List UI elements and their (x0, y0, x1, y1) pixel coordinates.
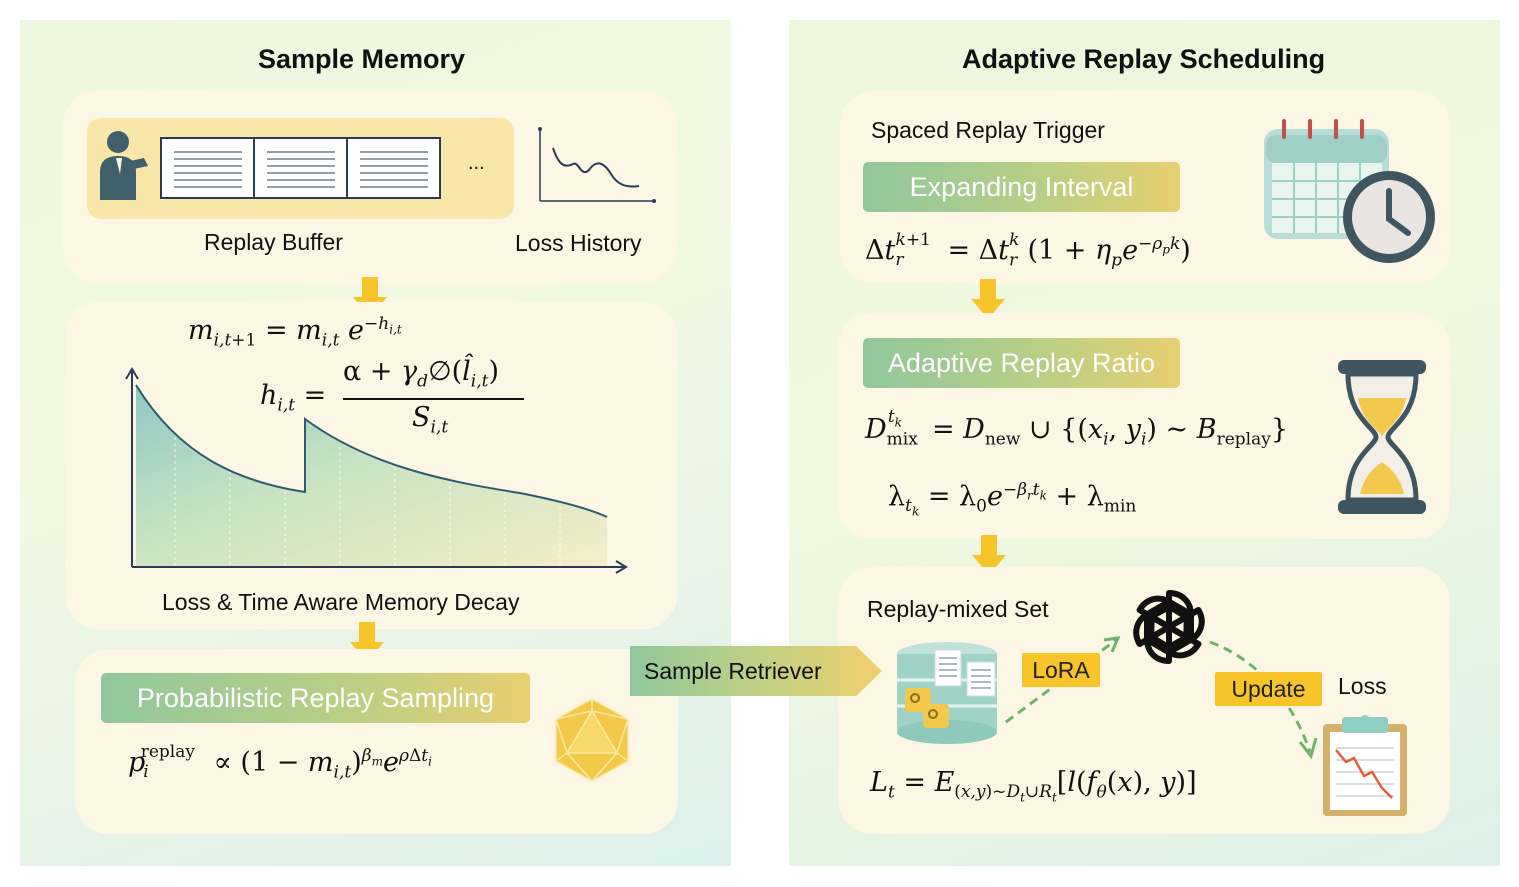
ratio-formula: λtk = λ0e−βrtk + λmin (888, 480, 1137, 519)
decay-rate-lhs: hi,t = (260, 380, 327, 416)
loss-label: Loss (1338, 673, 1387, 699)
replay-mixed-label: Replay-mixed Set (867, 596, 1049, 622)
memory-decay-chart (125, 367, 628, 574)
calendar-clock-icon (1264, 119, 1435, 263)
sample-retriever-label: Sample Retriever (644, 658, 822, 684)
openai-logo-icon (1133, 590, 1205, 664)
loss-clipboard-icon (1323, 715, 1407, 816)
replay-buffer-label: Replay Buffer (204, 229, 343, 255)
hourglass-icon (1338, 360, 1426, 514)
icosahedron-icon (555, 698, 629, 782)
loss-history-chart-icon (538, 127, 656, 203)
sample-retriever-arrow (630, 646, 882, 696)
database-icon (897, 642, 997, 744)
buffer-blocks (160, 137, 441, 199)
decay-caption: Loss & Time Aware Memory Decay (162, 589, 520, 615)
probabilistic-sampling-tag: Probabilistic Replay Sampling (101, 673, 530, 723)
mixed-set-formula: Dmixtk= Dnew ∪ {(xi, yi) ~ Breplay} (865, 407, 1289, 450)
lora-tag: LoRA (1022, 653, 1100, 687)
decay-rate-numerator: α + γd∅(l̂i,t) (343, 356, 499, 392)
person-icon (100, 131, 148, 200)
spaced-trigger-label: Spaced Replay Trigger (871, 117, 1105, 143)
decay-rate-denominator: Si,t (412, 402, 449, 438)
down-arrow-icon (972, 535, 1006, 575)
expanding-interval-tag: Expanding Interval (863, 162, 1180, 212)
loss-formula: Lt = E(x,y)~Dt∪Rt[l(fθ(x), y)] (870, 767, 1197, 805)
fraction-bar (343, 398, 524, 400)
interval-formula: Δtrk+1 = Δtrk(1 + ηpe−ρpk) (865, 230, 1191, 271)
update-tag: Update (1215, 672, 1322, 706)
sampling-probability-formula: pireplay ∝ (1 − mi,t)βmeρΔti (128, 742, 432, 783)
adaptive-ratio-tag: Adaptive Replay Ratio (863, 338, 1180, 388)
loss-history-label: Loss History (515, 230, 642, 256)
down-arrow-icon (971, 279, 1005, 319)
memory-update-formula: mi,t+1 = mi,t e−hi,t (188, 314, 402, 351)
dashed-arrow-to-loss (1209, 640, 1318, 760)
sample-memory-title: Sample Memory (258, 44, 466, 74)
adaptive-scheduling-title: Adaptive Replay Scheduling (962, 44, 1326, 74)
buffer-ellipsis: ... (468, 152, 485, 174)
